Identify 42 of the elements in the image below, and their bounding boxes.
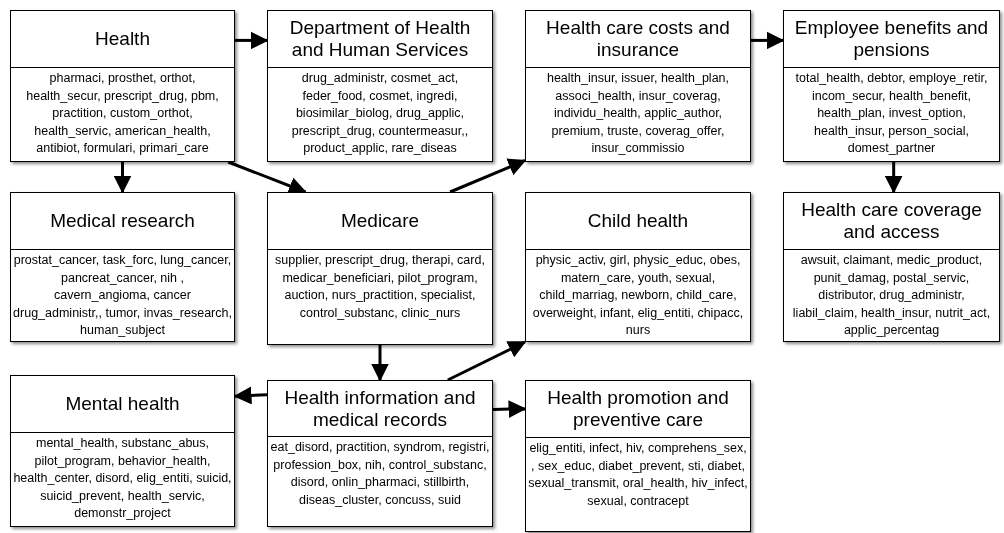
- keyword-list: elig_entiti, infect, hiv, comprehens_sex, , sex_educ, diabet_prevent, sti, diabet, sexual_transmit, oral_health, hiv_infect, sexual, contracept: [528, 440, 748, 510]
- topic-heading: Health promotion and preventive care: [546, 387, 730, 431]
- topic-box: [783, 10, 1000, 162]
- topic-heading: Health care coverage and access: [800, 199, 983, 243]
- topic-heading: Employee benefits and pensions: [793, 17, 990, 61]
- keyword-list: awsuit, claimant, medic_product, punit_damag, postal_servic, distributor, drug_administr, liabil_claim, health_insur, nutrit_act, applic_percentag: [786, 252, 997, 340]
- keyword-list: physic_activ, girl, physic_educ, obes, matern_care, youth, sexual, child_marriag, newborn, child_care, overweight, infant, elig_entiti, chipacc, nurs: [528, 252, 748, 340]
- topic-heading: Medicare: [340, 210, 420, 232]
- keyword-list: prostat_cancer, task_forc, lung_cancer, pancreat_cancer, nih , cavern_angioma, cancer drug_administr,, tumor, invas_research, human_subject: [13, 252, 232, 340]
- topic-box: [267, 380, 493, 527]
- topic-box: [525, 380, 751, 532]
- arrow: [371, 345, 389, 382]
- arrow: [113, 162, 132, 194]
- keyword-list: drug_administr, cosmet_act, feder_food, cosmet, ingredi, biosimilar_biolog, drug_applic, prescript_drug, countermeasur,, product_applic, rare_diseas: [270, 70, 490, 158]
- arrow: [235, 31, 269, 50]
- topic-box: [10, 10, 235, 162]
- arrow: [447, 340, 527, 382]
- topic-box: [10, 375, 235, 527]
- keyword-list: mental_health, substanc_abus, pilot_program, behavior_health, health_center, disord, elig_entiti, suicid, suicid_prevent, health_servic, demonstr_project: [13, 435, 232, 523]
- arrow: [233, 386, 268, 405]
- arrow: [449, 158, 527, 194]
- topic-heading: Medical research: [50, 210, 195, 232]
- topic-box: [525, 10, 751, 162]
- topic-heading: Child health: [587, 210, 689, 232]
- topic-heading: Mental health: [65, 393, 180, 415]
- topic-box: [267, 10, 493, 162]
- topic-heading: Health: [95, 28, 150, 50]
- keyword-list: health_insur, issuer, health_plan, associ_health, insur_coverag, individu_health, applic_author, premium, truste, coverag_offer, insur_commissio: [528, 70, 748, 158]
- keyword-list: eat_disord, practition, syndrom, registri, profession_box, nih, control_substanc, disord, onlin_pharmaci, stillbirth, diseas_cluster, concuss, suid: [270, 439, 490, 509]
- arrow: [751, 31, 785, 50]
- keyword-list: total_health, debtor, employe_retir, incom_secur, health_benefit, health_plan, invest_option, health_insur, person_social, domest_partner: [786, 70, 997, 158]
- topic-box: [525, 192, 751, 342]
- topic-heading: Health care costs and insurance: [545, 17, 731, 61]
- topic-box: [783, 192, 1000, 342]
- topic-box: [10, 192, 235, 342]
- arrow: [884, 162, 903, 194]
- arrow: [492, 400, 527, 419]
- keyword-list: pharmaci, prosthet, orthot, health_secur, prescript_drug, pbm, practition, custom_orthot, health_servic, american_health, antibiot, formulari, primari_care: [13, 70, 232, 158]
- keyword-list: supplier, prescript_drug, therapi, card, medicar_beneficiari, pilot_program, auction, nurs_practition, specialist, control_substanc, clinic_nurs: [270, 252, 490, 322]
- topic-heading: Health information and medical records: [283, 386, 477, 431]
- topic-heading: Department of Health and Human Services: [288, 17, 472, 61]
- topic-box: [267, 192, 493, 345]
